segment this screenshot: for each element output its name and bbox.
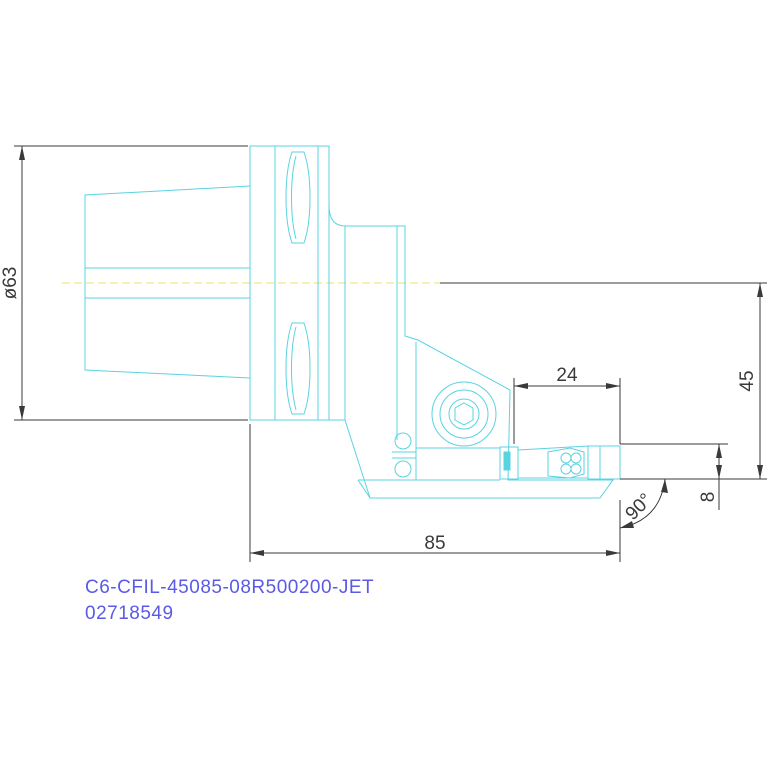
part-code: C6-CFIL-45085-08R500200-JET xyxy=(85,577,374,598)
angle-label: 90° xyxy=(622,490,657,525)
part-number: 02718549 xyxy=(85,603,174,624)
insert xyxy=(499,445,621,480)
flange xyxy=(249,145,330,421)
length-dimension: 85 xyxy=(249,424,621,562)
diameter-dimension: ø63 xyxy=(0,145,248,421)
capto-shank xyxy=(84,185,251,379)
angle-dimension: 90° xyxy=(619,478,668,529)
height-dimension: 45 xyxy=(440,282,767,480)
clamp-screw xyxy=(431,381,497,447)
offset-label: 8 xyxy=(698,492,719,503)
length-label: 85 xyxy=(424,533,445,554)
height-label: 45 xyxy=(737,370,758,391)
diameter-label: ø63 xyxy=(0,267,21,300)
offset-dimension: 8 xyxy=(620,443,728,510)
width-dimension: 24 xyxy=(513,365,621,444)
tool-body xyxy=(328,204,614,499)
width-label: 24 xyxy=(556,365,578,386)
